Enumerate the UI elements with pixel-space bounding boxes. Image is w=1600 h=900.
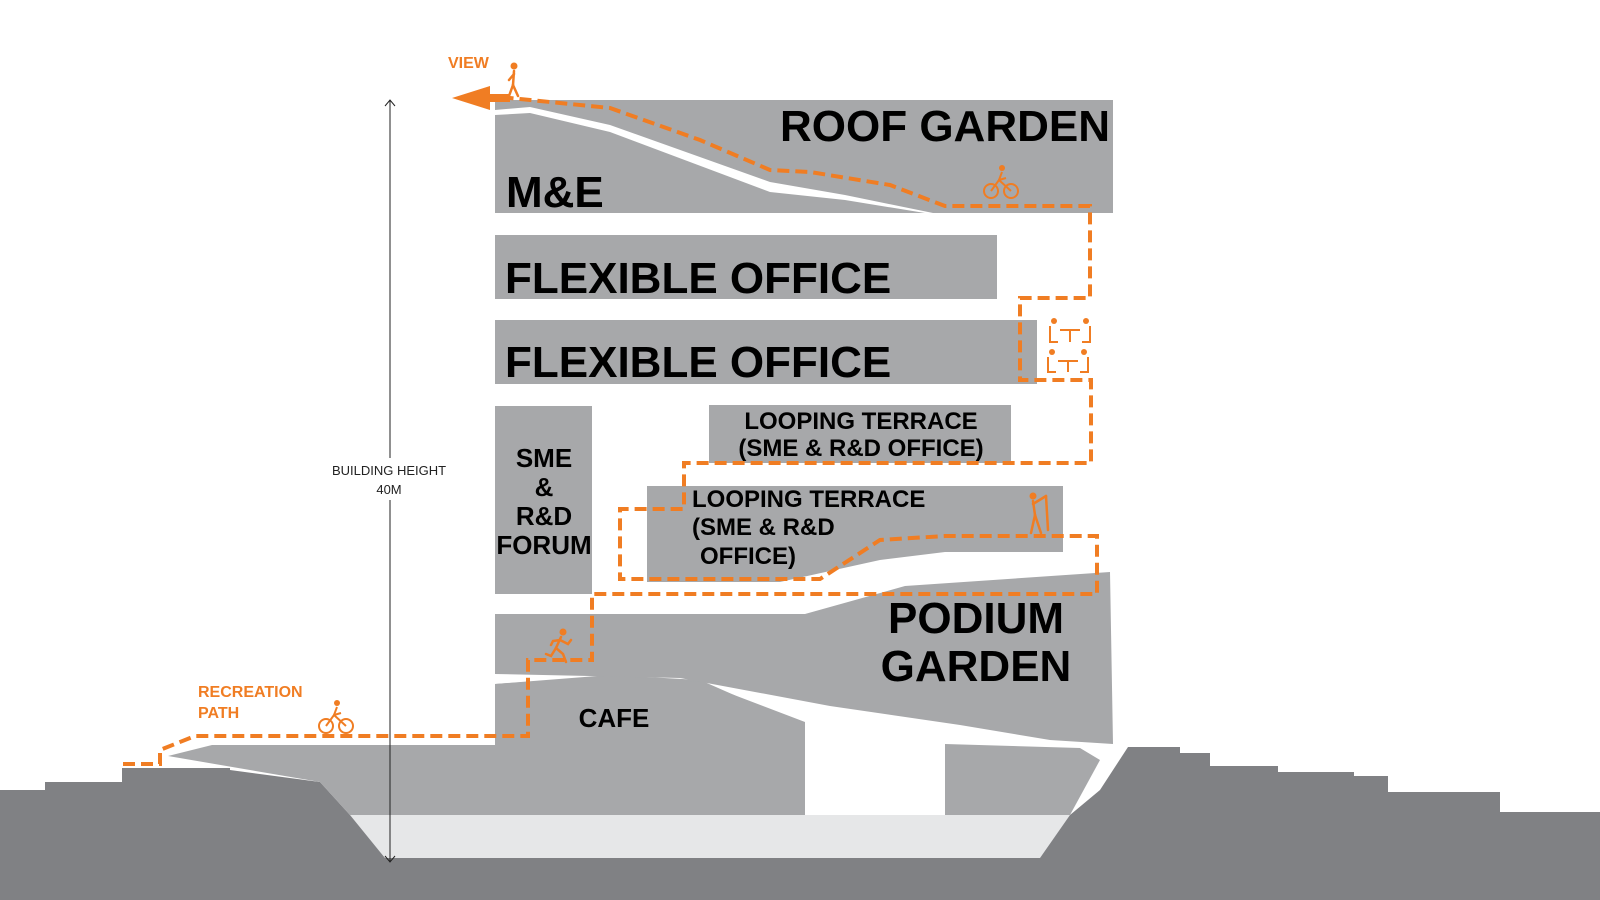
podium-garden-label-1: PODIUM — [888, 594, 1064, 643]
looping-terrace-sub-1: (SME & R&D OFFICE) — [738, 435, 983, 462]
cafe-block — [495, 676, 805, 815]
view-label: VIEW — [448, 55, 490, 72]
running-person-icon — [544, 628, 573, 664]
podium-garden-block — [495, 572, 1113, 744]
me-label: M&E — [506, 168, 604, 217]
forum-label-1: SME — [516, 443, 572, 473]
forum-block — [495, 406, 592, 594]
right-plinth — [945, 744, 1100, 815]
height-arrow-top — [384, 99, 396, 107]
forum-label-3: R&D — [516, 501, 572, 531]
looping-terrace-sub-2a: (SME & R&D — [692, 514, 835, 541]
forum-label-4: FORUM — [496, 530, 591, 560]
recreation-path-label-1: RECREATION — [198, 684, 303, 701]
looping-terrace-label-2: LOOPING TERRACE — [692, 486, 925, 513]
looping-terrace-sub-2b: OFFICE) — [700, 543, 796, 570]
recreation-path-label-2: PATH — [198, 705, 239, 722]
flexible-office-block-1 — [495, 235, 997, 299]
recreation-path — [123, 95, 1099, 766]
golf-player-icon — [1029, 492, 1050, 535]
looping-terrace-label-1: LOOPING TERRACE — [744, 408, 977, 435]
height-label-bg — [318, 458, 460, 500]
bicycle-icon — [983, 165, 1019, 199]
building-height-value: 40M — [376, 482, 401, 497]
flexible-office-label-2: FLEXIBLE OFFICE — [505, 338, 891, 387]
view-arrow — [452, 86, 510, 110]
flexible-office-block-2 — [495, 320, 1037, 384]
basement-area — [350, 815, 1070, 858]
looping-terrace-block-1 — [709, 405, 1011, 463]
flexible-office-label-1: FLEXIBLE OFFICE — [505, 254, 891, 303]
building-height-label: BUILDING HEIGHT — [332, 463, 446, 478]
forum-label-2: & — [535, 472, 554, 502]
cafe-label: CAFE — [579, 703, 650, 733]
height-arrow-bottom — [384, 855, 396, 863]
dining-table-icon — [1047, 349, 1089, 373]
bicycle-icon — [318, 700, 354, 734]
roof-garden-block — [495, 100, 1113, 213]
walking-person-icon — [507, 62, 520, 98]
me-block — [495, 113, 925, 213]
podium-garden-label-2: GARDEN — [881, 642, 1072, 691]
dining-table-icon — [1049, 318, 1091, 343]
roof-garden-label: ROOF GARDEN — [780, 102, 1110, 151]
looping-terrace-block-2 — [647, 486, 1063, 582]
